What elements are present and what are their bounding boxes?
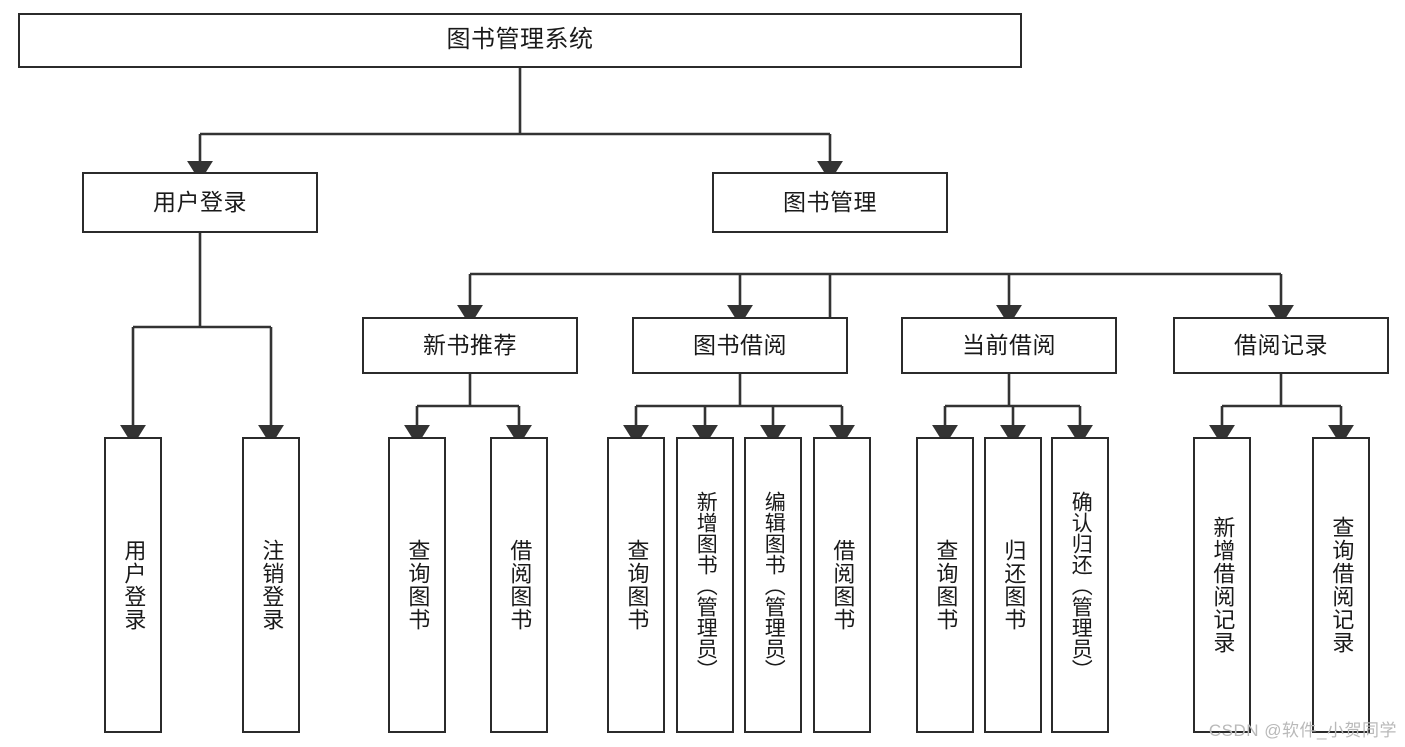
node-label: 归还图书 [1001, 539, 1027, 631]
node-book-borrow[interactable]: 图书借阅 [632, 317, 848, 374]
node-new-book-recommend[interactable]: 新书推荐 [362, 317, 578, 374]
leaf-user-login-signin[interactable]: 用户登录 [104, 437, 162, 733]
leaf-borrow-edit-book-admin[interactable]: 编辑图书（管理员） [744, 437, 802, 733]
leaf-recommend-borrow-book[interactable]: 借阅图书 [490, 437, 548, 733]
node-label: 查询图书 [933, 539, 959, 631]
leaf-record-add-record[interactable]: 新增借阅记录 [1193, 437, 1251, 733]
leaf-borrow-query-book[interactable]: 查询图书 [607, 437, 665, 733]
node-label: 确认归还（管理员） [1069, 490, 1093, 680]
node-label: 借阅图书 [830, 539, 856, 631]
node-label: 图书管理系统 [446, 26, 594, 54]
node-label: 借阅图书 [507, 539, 533, 631]
node-user-login[interactable]: 用户登录 [82, 172, 318, 233]
leaf-recommend-query-book[interactable]: 查询图书 [388, 437, 446, 733]
node-label: 新书推荐 [423, 331, 517, 358]
leaf-user-login-signout[interactable]: 注销登录 [242, 437, 300, 733]
leaf-borrow-borrow-book[interactable]: 借阅图书 [813, 437, 871, 733]
node-label: 新增借阅记录 [1210, 516, 1236, 654]
node-book-management[interactable]: 图书管理 [712, 172, 948, 233]
node-label: 查询图书 [405, 539, 431, 631]
node-label: 用户登录 [153, 188, 247, 215]
node-label: 编辑图书（管理员） [762, 490, 786, 680]
node-label: 图书管理 [783, 188, 877, 215]
node-label: 用户登录 [121, 539, 147, 631]
node-label: 查询借阅记录 [1329, 516, 1355, 654]
node-root-system[interactable]: 图书管理系统 [18, 13, 1022, 68]
node-label: 图书借阅 [693, 331, 787, 358]
leaf-current-confirm-return-admin[interactable]: 确认归还（管理员） [1051, 437, 1109, 733]
node-current-borrow[interactable]: 当前借阅 [901, 317, 1117, 374]
leaf-record-query-record[interactable]: 查询借阅记录 [1312, 437, 1370, 733]
leaf-current-return-book[interactable]: 归还图书 [984, 437, 1042, 733]
node-label: 新增图书（管理员） [694, 490, 718, 680]
leaf-current-query-book[interactable]: 查询图书 [916, 437, 974, 733]
node-label: 借阅记录 [1234, 331, 1328, 358]
node-label: 查询图书 [624, 539, 650, 631]
leaf-borrow-add-book-admin[interactable]: 新增图书（管理员） [676, 437, 734, 733]
node-borrow-record[interactable]: 借阅记录 [1173, 317, 1389, 374]
node-label: 当前借阅 [962, 331, 1056, 358]
node-label: 注销登录 [259, 539, 285, 631]
